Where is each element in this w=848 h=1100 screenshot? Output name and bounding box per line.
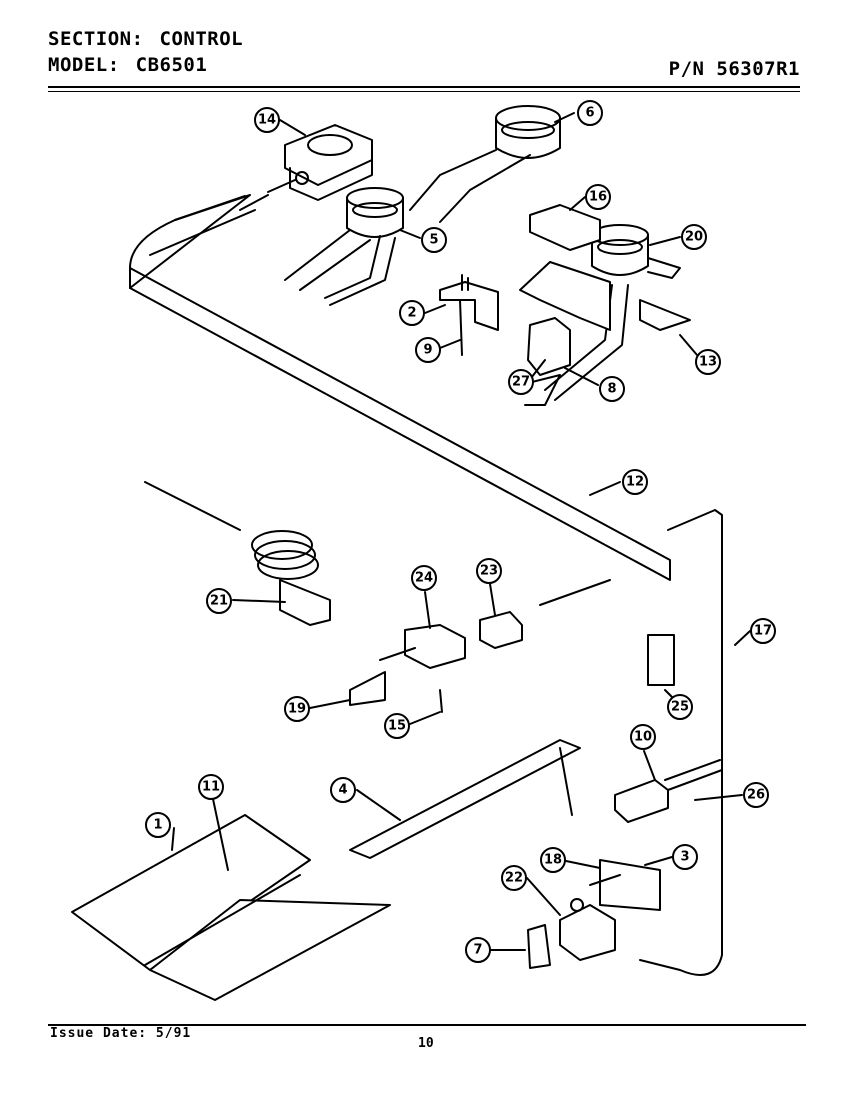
bracket-2 <box>439 274 499 331</box>
callout-14: 14 <box>254 107 280 133</box>
callout-label-1: 1 <box>153 818 162 833</box>
gas-line <box>639 509 723 976</box>
pressure-regulator <box>239 124 373 211</box>
callout-7: 7 <box>465 937 491 963</box>
callout-label-11: 11 <box>202 780 220 795</box>
callout-26: 26 <box>743 782 769 808</box>
callout-16: 16 <box>585 184 611 210</box>
callout-1: 1 <box>145 812 171 838</box>
callout-10: 10 <box>630 724 656 750</box>
bracket-16 <box>529 204 601 251</box>
callout-5: 5 <box>421 227 447 253</box>
callout-label-27: 27 <box>512 375 530 390</box>
callout-19: 19 <box>284 696 310 722</box>
callout-11: 11 <box>198 774 224 800</box>
callout-label-9: 9 <box>423 343 432 358</box>
section-label: SECTION: <box>48 28 144 50</box>
callout-label-19: 19 <box>288 702 306 717</box>
valve-22 <box>559 898 616 961</box>
callout-23: 23 <box>476 558 502 584</box>
callout-27: 27 <box>508 369 534 395</box>
rail-4 <box>349 739 581 859</box>
wire-9 <box>459 299 463 356</box>
model-heading: MODEL: CB6501 <box>48 54 207 76</box>
callout-label-8: 8 <box>607 382 616 397</box>
bracket-7 <box>527 924 551 969</box>
bracket-13 <box>519 261 691 331</box>
callout-8: 8 <box>599 376 625 402</box>
callout-17: 17 <box>750 618 776 644</box>
callout-22: 22 <box>501 865 527 891</box>
callout-group: 14 6 16 20 5 2 9 13 27 8 12 21 24 23 17 … <box>145 100 776 963</box>
callout-6: 6 <box>577 100 603 126</box>
callout-25: 25 <box>667 694 693 720</box>
part-number: P/N 56307R1 <box>668 58 800 80</box>
page-number: 10 <box>418 1036 434 1051</box>
callout-2: 2 <box>399 300 425 326</box>
ignitor-25 <box>647 634 675 686</box>
callout-label-7: 7 <box>473 943 482 958</box>
valve-24 <box>349 624 466 706</box>
callout-label-18: 18 <box>544 853 562 868</box>
manifold-pipe <box>129 194 671 581</box>
callout-label-5: 5 <box>429 233 438 248</box>
screw-15 <box>439 689 443 713</box>
oven-burner-shield <box>71 814 391 1001</box>
valve-23 <box>479 579 611 649</box>
callout-13: 13 <box>695 349 721 375</box>
callout-label-17: 17 <box>754 624 772 639</box>
callout-label-22: 22 <box>505 871 523 886</box>
callout-15: 15 <box>384 713 410 739</box>
burner-6 <box>409 105 561 223</box>
valve-8 <box>519 317 571 406</box>
callout-label-6: 6 <box>585 106 594 121</box>
callout-label-3: 3 <box>680 850 689 865</box>
callout-9: 9 <box>415 337 441 363</box>
callout-label-15: 15 <box>388 719 406 734</box>
footer-rule <box>48 1024 806 1026</box>
callout-4: 4 <box>330 777 356 803</box>
thermostat-capillary <box>144 481 331 626</box>
burner-20 <box>544 224 681 401</box>
callout-3: 3 <box>672 844 698 870</box>
callout-label-14: 14 <box>258 113 276 128</box>
callout-label-10: 10 <box>634 730 652 745</box>
callout-label-12: 12 <box>626 475 644 490</box>
callout-20: 20 <box>681 224 707 250</box>
model-label: MODEL: <box>48 54 120 76</box>
callout-label-25: 25 <box>671 700 689 715</box>
callout-label-26: 26 <box>747 788 765 803</box>
callout-label-20: 20 <box>685 230 703 245</box>
callout-label-16: 16 <box>589 190 607 205</box>
callout-label-23: 23 <box>480 564 498 579</box>
plate-3 <box>589 859 661 911</box>
burner-5 <box>284 187 404 306</box>
header-rule-bottom <box>48 91 800 92</box>
switch-10 <box>614 759 723 823</box>
callout-label-13: 13 <box>699 355 717 370</box>
callout-label-2: 2 <box>407 306 416 321</box>
callout-label-4: 4 <box>338 783 347 798</box>
callout-label-24: 24 <box>415 571 433 586</box>
section-value: CONTROL <box>159 28 244 50</box>
callout-label-21: 21 <box>210 594 228 609</box>
callout-18: 18 <box>540 847 566 873</box>
header-rule-top <box>48 86 800 88</box>
issue-date: Issue Date: 5/91 <box>50 1026 192 1041</box>
model-value: CB6501 <box>135 54 208 76</box>
callout-21: 21 <box>206 588 232 614</box>
callout-24: 24 <box>411 565 437 591</box>
callout-12: 12 <box>622 469 648 495</box>
section-heading: SECTION: CONTROL <box>48 28 243 50</box>
